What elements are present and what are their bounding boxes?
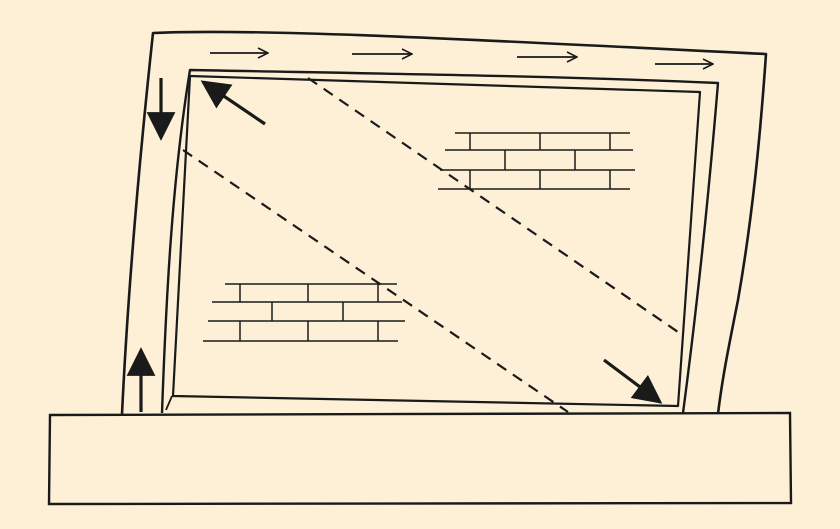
frame-inner-contour xyxy=(160,68,720,414)
strut-boundary-upper xyxy=(307,77,679,333)
frame-outer-contour xyxy=(120,30,768,415)
infill-panel-gap-line xyxy=(165,395,173,411)
infill-panel xyxy=(171,74,702,408)
foundation-beam xyxy=(47,411,793,506)
arrow-down-right-icon xyxy=(603,358,663,404)
top-beam-load-arrows xyxy=(210,53,713,64)
strut-boundary-lower xyxy=(182,149,569,413)
arrow-up-left-icon xyxy=(200,80,266,126)
brick-hatch-upper xyxy=(438,132,635,190)
brick-hatch-lower xyxy=(203,283,405,342)
